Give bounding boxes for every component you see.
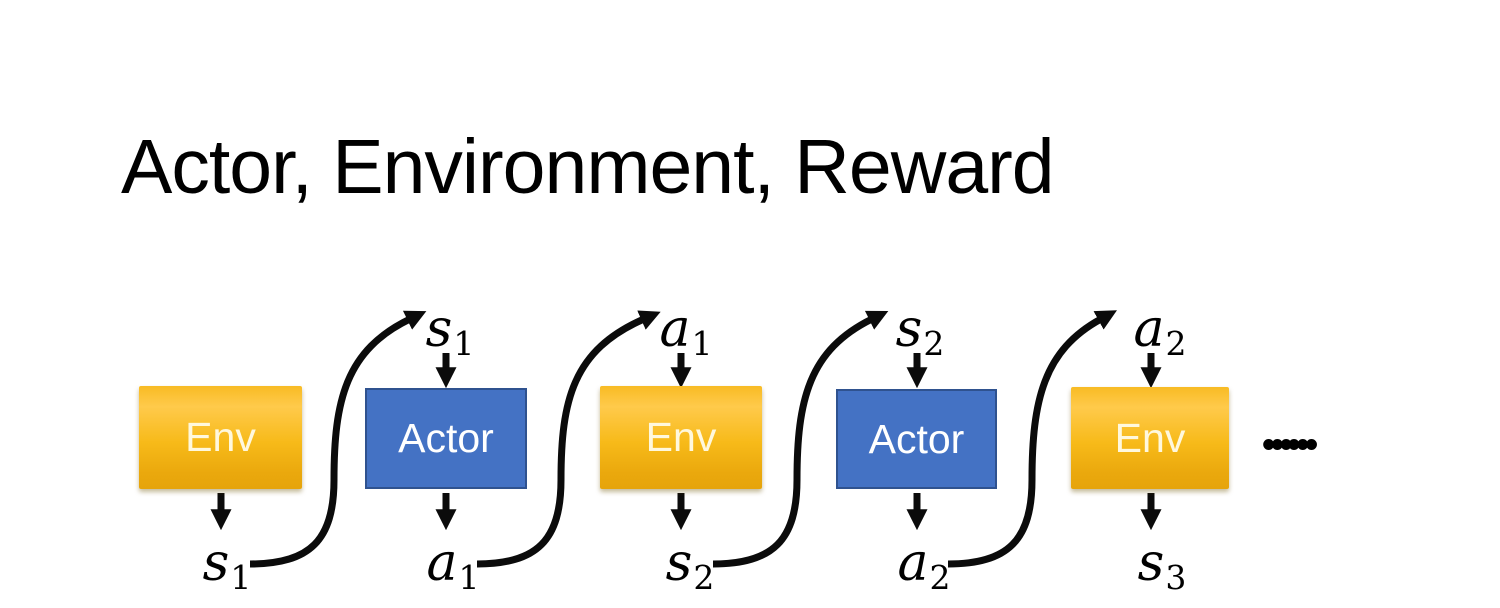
label-s2-top-sub: 2 [923, 324, 945, 363]
label-s2-bottom-sub: 2 [693, 558, 715, 597]
curve-s1-to-actor1 [249, 310, 427, 568]
label-a2-top: a2 [1133, 303, 1186, 360]
env-box-3: Env [1071, 387, 1229, 489]
env-box-1: Env [139, 386, 302, 489]
label-s2-top-base: s [895, 299, 923, 359]
label-s1-bottom: s1 [203, 537, 252, 594]
env-box-2: Env [600, 386, 762, 489]
label-a1-bottom-base: a [426, 533, 458, 593]
slide-title: Actor, Environment, Reward [121, 124, 1055, 210]
curve-s2-to-actor2 [712, 310, 889, 568]
label-a2-top-sub: 2 [1165, 324, 1187, 363]
label-s1-top: s1 [426, 303, 475, 360]
label-s3-bottom: s3 [1138, 537, 1187, 594]
label-a2-bottom: a2 [897, 537, 950, 594]
actor-box-2: Actor [836, 389, 997, 489]
actor-box-2-label: Actor [868, 415, 965, 462]
label-a2-bottom-sub: 2 [929, 558, 951, 597]
label-s1-bottom-base: s [202, 533, 230, 593]
label-s3-bottom-base: s [1137, 533, 1165, 593]
env-box-3-label: Env [1114, 414, 1186, 461]
label-a1-top-base: a [659, 299, 691, 359]
label-a1-bottom: a1 [426, 537, 479, 594]
label-a2-bottom-base: a [897, 533, 929, 593]
curve-a1-to-env2 [476, 310, 661, 568]
env-box-1-label: Env [185, 414, 256, 460]
label-s1-top-base: s [425, 299, 453, 359]
label-s2-bottom: s2 [666, 537, 715, 594]
actor-box-1-label: Actor [398, 415, 494, 461]
label-s2-top: s2 [896, 303, 945, 360]
label-s1-top-sub: 1 [453, 324, 475, 363]
label-s3-bottom-sub: 3 [1165, 558, 1187, 597]
label-a1-bottom-sub: 1 [458, 558, 480, 597]
env-box-2-label: Env [645, 414, 717, 460]
label-s2-bottom-base: s [665, 533, 693, 593]
curve-a2-to-env3 [947, 310, 1117, 568]
label-a1-top-sub: 1 [691, 324, 713, 363]
continuation-ellipsis: ••• ••• [1262, 424, 1318, 466]
label-a1-top: a1 [659, 303, 712, 360]
label-s1-bottom-sub: 1 [230, 558, 252, 597]
actor-box-1: Actor [365, 388, 527, 489]
label-a2-top-base: a [1133, 299, 1165, 359]
